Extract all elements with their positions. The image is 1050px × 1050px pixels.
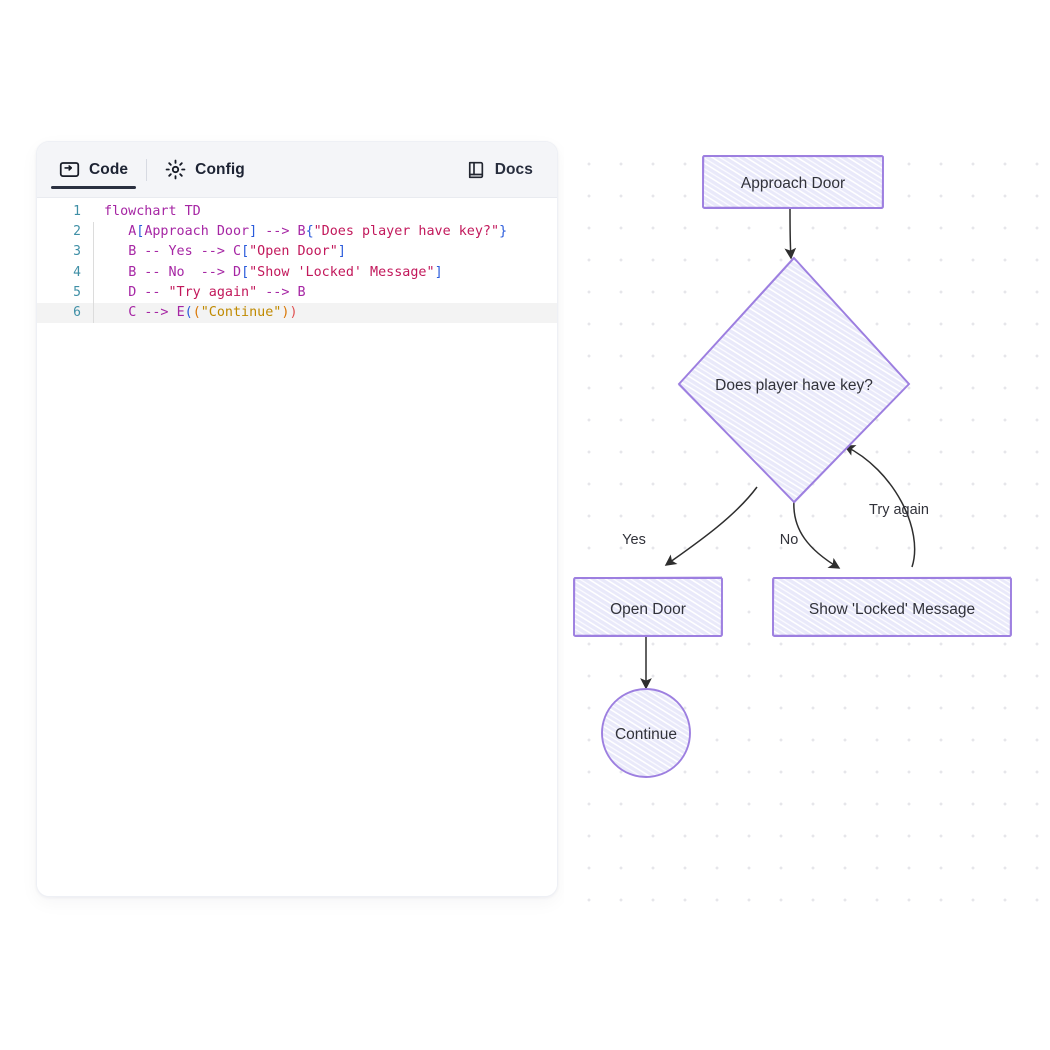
tab-docs[interactable]: Docs (456, 160, 543, 180)
line-number: 5 (73, 284, 81, 300)
terminal-icon (59, 159, 80, 180)
line-content: B -- No --> D["Show 'Locked' Message"] (128, 264, 443, 280)
line-content: flowchart TD (104, 204, 201, 219)
code-line[interactable]: 5 D -- "Try again" --> B (37, 282, 557, 303)
code-line[interactable]: 2 A[Approach Door] --> B{"Does player ha… (37, 222, 557, 243)
node-continue[interactable]: Continue (600, 687, 692, 779)
node-label: Continue (615, 726, 677, 743)
indent-guide (93, 242, 94, 263)
indent-guide (93, 262, 94, 283)
line-content: D -- "Try again" --> B (128, 284, 306, 300)
indent-guide (93, 222, 94, 243)
edge-label-no: No (780, 532, 799, 548)
line-number: 4 (73, 264, 81, 280)
tab-code-label: Code (89, 160, 129, 178)
diagram-canvas[interactable]: Approach Door Does player have key? Open… (564, 140, 1044, 910)
edge-A-B (784, 207, 797, 260)
line-number: 3 (73, 244, 81, 260)
gear-icon (165, 159, 186, 180)
code-editor[interactable]: 1 flowchart TD 2 A[Approach Door] --> B{… (37, 198, 557, 896)
tab-code[interactable]: Code (49, 142, 138, 197)
node-open-door[interactable]: Open Door (573, 576, 723, 637)
book-icon (466, 160, 486, 180)
editor-panel: Code Config (36, 141, 558, 897)
editor-tabbar: Code Config (37, 142, 557, 198)
edge-B-D (793, 499, 841, 569)
tab-divider (146, 158, 148, 181)
line-content: B -- Yes --> C["Open Door"] (128, 244, 346, 260)
edge-label-try-again: Try again (869, 502, 929, 518)
code-line[interactable]: 3 B -- Yes --> C["Open Door"] (37, 242, 557, 263)
tab-config-label: Config (195, 160, 245, 178)
node-approach-door[interactable]: Approach Door (702, 155, 884, 209)
node-label: Open Door (610, 601, 686, 618)
line-number: 2 (73, 224, 81, 240)
code-line[interactable]: 1 flowchart TD (37, 202, 557, 222)
line-content: C --> E(("Continue")) (128, 304, 298, 320)
indent-guide (93, 302, 94, 324)
node-label: Show 'Locked' Message (809, 601, 975, 618)
node-locked-message[interactable]: Show 'Locked' Message (772, 576, 1012, 637)
tab-docs-label: Docs (494, 160, 533, 178)
flowchart-svg: Approach Door Does player have key? Open… (573, 155, 1012, 779)
line-content: A[Approach Door] --> B{"Does player have… (128, 224, 508, 240)
edge-D-B (843, 445, 916, 568)
tab-config[interactable]: Config (155, 142, 255, 197)
line-number: 1 (73, 204, 81, 219)
edge-label-yes: Yes (622, 532, 646, 548)
node-label: Approach Door (741, 175, 845, 192)
edge-B-C (664, 486, 758, 566)
indent-guide (93, 282, 94, 303)
node-label: Does player have key? (715, 377, 873, 394)
line-number: 6 (73, 304, 81, 320)
code-line-active[interactable]: 6 C --> E(("Continue")) (37, 302, 557, 324)
node-decision[interactable]: Does player have key? (677, 256, 911, 504)
code-line[interactable]: 4 B -- No --> D["Show 'Locked' Message"] (37, 262, 557, 283)
tabbar-right-group: Docs (456, 160, 543, 180)
